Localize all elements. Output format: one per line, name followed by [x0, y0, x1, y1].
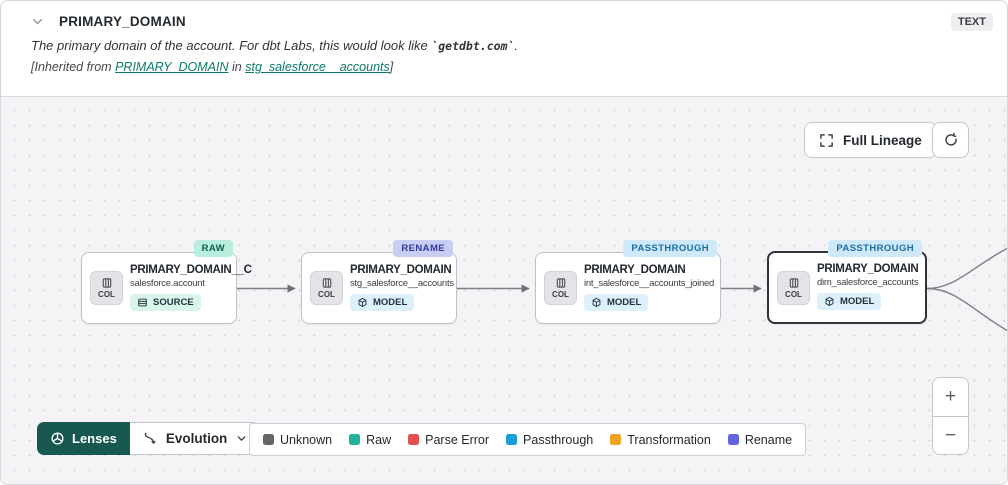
lineage-node-dim-selected[interactable]: PASSTHROUGH COL PRIMARY_DOMAIN dim_sales… — [767, 240, 927, 324]
legend-label: Unknown — [280, 432, 333, 447]
inherited-middle: in — [228, 60, 246, 74]
column-header: PRIMARY_DOMAIN TEXT The primary domain o… — [1, 1, 1007, 95]
table-column-icon — [789, 277, 798, 288]
node-text: PRIMARY_DOMAIN int_salesforce__accounts_… — [584, 263, 715, 313]
header-title-row: PRIMARY_DOMAIN — [31, 1, 993, 29]
column-chip: COL — [310, 271, 343, 305]
column-name-title: PRIMARY_DOMAIN — [59, 14, 186, 29]
node-model-name: int_salesforce__accounts_joined — [584, 277, 715, 289]
evolution-route-icon — [144, 432, 156, 444]
chevron-down-icon — [237, 436, 246, 441]
resource-type-tag: MODEL — [817, 293, 882, 310]
node-model-name: dim_salesforce_accounts — [817, 277, 919, 288]
active-lens-label: Evolution — [165, 431, 228, 446]
resource-type-tag: MODEL — [584, 293, 649, 311]
legend-swatch — [727, 434, 739, 445]
cube-icon — [825, 296, 834, 306]
inherited-column-link[interactable]: PRIMARY_DOMAIN — [115, 60, 229, 74]
evolution-badge: PASSTHROUGH — [828, 240, 922, 257]
evolution-legend: Unknown Raw Parse Error Passthrough Tran… — [249, 423, 807, 456]
lineage-canvas[interactable]: Full Lineage RAW COL PRIMARY_DOMAIN__C s… — [1, 96, 1007, 484]
resource-type-label: SOURCE — [153, 296, 194, 308]
column-description: The primary domain of the account. For d… — [31, 38, 993, 53]
node-model-name: salesforce.account — [130, 277, 205, 289]
evolution-badge: RAW — [193, 240, 233, 257]
node-column-name: PRIMARY_DOMAIN — [817, 263, 919, 275]
description-suffix: . — [514, 38, 519, 53]
legend-item: Transformation — [610, 433, 711, 447]
database-icon — [138, 298, 147, 306]
full-lineage-label: Full Lineage — [843, 132, 922, 148]
resource-type-tag: SOURCE — [130, 293, 201, 311]
column-chip-label: COL — [318, 290, 335, 299]
node-column-name: PRIMARY_DOMAIN — [584, 263, 686, 276]
full-lineage-button[interactable]: Full Lineage — [804, 122, 937, 158]
column-chip-label: COL — [98, 290, 115, 299]
legend-label: Raw — [366, 432, 392, 447]
lens-dropdown[interactable]: Evolution — [129, 422, 261, 455]
evolution-badge: PASSTHROUGH — [623, 240, 717, 257]
cube-icon — [592, 297, 601, 307]
table-column-icon — [102, 278, 111, 288]
description-code: `getdbt.com` — [431, 39, 515, 53]
lenses-label: Lenses — [72, 431, 117, 446]
table-column-icon — [556, 278, 565, 288]
inherited-suffix: ] — [389, 60, 394, 74]
legend-item: Rename — [727, 432, 793, 447]
resource-type-label: MODEL — [840, 296, 875, 307]
column-chip: COL — [777, 270, 810, 305]
legend-swatch — [263, 434, 274, 445]
node-column-name: PRIMARY_DOMAIN — [350, 263, 452, 276]
legend-swatch — [408, 434, 420, 445]
lineage-node-staging[interactable]: RENAME COL PRIMARY_DOMAIN stg_salesforce… — [301, 240, 457, 324]
description-text: The primary domain of the account. For d… — [31, 38, 432, 53]
refresh-icon — [943, 132, 959, 148]
legend-swatch — [349, 434, 361, 445]
resource-type-label: MODEL — [373, 296, 408, 308]
zoom-controls: + − — [932, 377, 969, 455]
legend-swatch — [610, 434, 622, 445]
data-type-badge: TEXT — [950, 13, 993, 31]
resource-type-label: MODEL — [607, 296, 642, 308]
node-model-name: stg_salesforce__accounts — [350, 277, 454, 289]
lenses-button[interactable]: Lenses — [37, 422, 130, 455]
legend-label: Transformation — [627, 432, 711, 447]
column-chip: COL — [90, 271, 123, 305]
column-chip: COL — [544, 271, 577, 305]
legend-item: Parse Error — [408, 433, 489, 447]
zoom-out-button[interactable]: − — [933, 416, 968, 454]
legend-label: Rename — [744, 432, 793, 447]
aperture-icon — [51, 432, 64, 445]
node-text: PRIMARY_DOMAIN stg_salesforce__accounts … — [350, 263, 454, 313]
inherited-prefix: [Inherited from — [31, 60, 116, 74]
column-chip-label: COL — [785, 289, 802, 299]
legend-label: Parse Error — [425, 432, 490, 447]
legend-item: Passthrough — [506, 433, 593, 447]
inherited-from-line: [Inherited from PRIMARY_DOMAIN in stg_sa… — [31, 60, 993, 74]
lenses-control: Lenses Evolution — [37, 422, 261, 455]
table-column-icon — [322, 278, 331, 288]
lineage-node-source[interactable]: RAW COL PRIMARY_DOMAIN__C salesforce.acc… — [81, 240, 252, 324]
legend-label: Passthrough — [523, 432, 594, 447]
cube-icon — [358, 297, 367, 307]
column-chip-label: COL — [552, 290, 569, 299]
legend-swatch — [506, 434, 518, 445]
expand-icon — [819, 133, 834, 148]
node-text: PRIMARY_DOMAIN dim_salesforce_accounts M… — [817, 263, 919, 312]
chevron-down-icon[interactable] — [31, 15, 44, 28]
legend-item: Unknown — [263, 433, 332, 447]
evolution-badge: RENAME — [393, 240, 453, 257]
refresh-button[interactable] — [932, 122, 969, 158]
lineage-node-intermediate[interactable]: PASSTHROUGH COL PRIMARY_DOMAIN int_sales… — [535, 240, 721, 324]
resource-type-tag: MODEL — [350, 293, 415, 311]
node-text: PRIMARY_DOMAIN__C salesforce.account SOU… — [130, 263, 252, 313]
node-column-name: PRIMARY_DOMAIN__C — [130, 263, 252, 276]
inherited-model-link[interactable]: stg_salesforce__accounts — [245, 60, 390, 74]
legend-item: Raw — [349, 433, 391, 447]
zoom-in-button[interactable]: + — [944, 386, 957, 407]
